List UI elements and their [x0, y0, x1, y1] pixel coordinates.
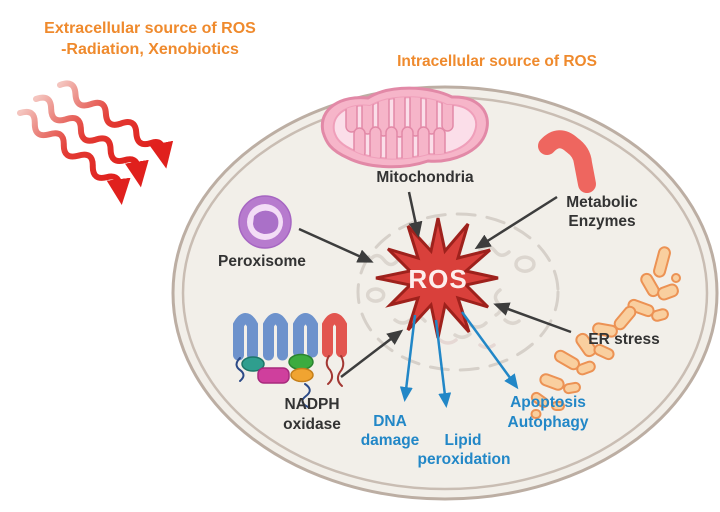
outcome-arrows — [399, 311, 519, 408]
er-tubules-icon — [530, 246, 681, 419]
extracellular-title-line2: -Radiation, Xenobiotics — [61, 41, 239, 58]
apoptosis-label-line1: Apoptosis — [510, 394, 586, 411]
peroxisome-label: Peroxisome — [218, 253, 306, 270]
nadph-oxidase-icon — [233, 313, 347, 408]
arrow-mitochondria-to-ros — [407, 191, 423, 238]
radiation-waves-icon — [17, 80, 174, 206]
nadph-oxidase-label-line2: oxidase — [283, 416, 341, 433]
arrow-er-to-ros — [493, 302, 572, 334]
source-arrows — [298, 191, 572, 378]
extracellular-title-line1: Extracellular source of ROS — [44, 20, 256, 37]
arrow-ros-to-dna-damage — [399, 314, 417, 402]
nadph-oxidase-label-line1: NADPH — [284, 396, 339, 413]
metabolic-enzymes-icon — [538, 130, 596, 193]
intracellular-title: Intracellular source of ROS — [397, 53, 597, 70]
mitochondria-label: Mitochondria — [376, 169, 474, 186]
mitochondria-icon — [320, 86, 489, 169]
dna-damage-label-line1: DNA — [373, 413, 407, 430]
lipid-peroxidation-label-line2: peroxidation — [417, 451, 510, 468]
ros-star-icon: ROS — [375, 217, 499, 339]
metabolic-enzymes-label-line2: Enzymes — [568, 213, 635, 230]
dna-damage-label-line2: damage — [361, 432, 420, 449]
peroxisome-icon — [238, 195, 292, 249]
apoptosis-label-line2: Autophagy — [508, 414, 589, 431]
arrow-metabolic-to-ros — [474, 195, 558, 250]
arrow-ros-to-apoptosis — [460, 311, 519, 390]
metabolic-enzymes-label-line1: Metabolic — [566, 194, 638, 211]
er-stress-label: ER stress — [588, 331, 660, 348]
arrow-ros-to-lipid-peroxidation — [434, 319, 452, 408]
arrow-nadph-to-ros — [340, 329, 404, 378]
lipid-peroxidation-label-line1: Lipid — [444, 432, 481, 449]
ros-label: ROS — [408, 264, 467, 294]
arrow-peroxisome-to-ros — [298, 227, 374, 263]
